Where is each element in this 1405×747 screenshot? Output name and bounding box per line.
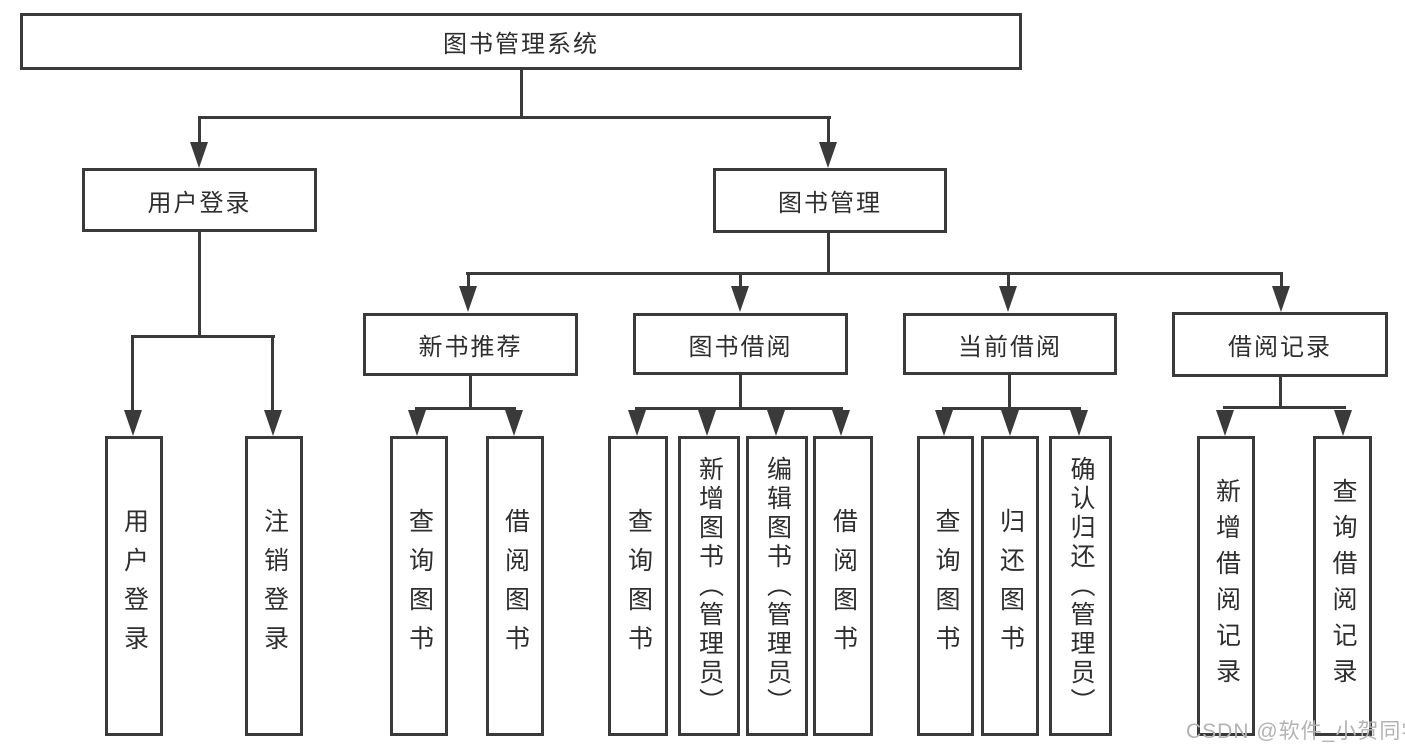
node-book-mgmt: 图书管理	[713, 168, 947, 233]
connector-book-mgmt-rail	[466, 272, 1283, 275]
leaf-user-login: 用户登录	[105, 436, 163, 736]
connector-current-borrow-stem	[1008, 375, 1011, 410]
leaf-rec-query-book: 查询图书	[390, 436, 448, 736]
node-borrow-records-label: 借阅记录	[1228, 334, 1332, 361]
connector-root-stem	[520, 70, 523, 118]
connector-root-rail	[198, 116, 831, 119]
leaf-cb-query-book: 查询图书	[917, 436, 974, 736]
node-user-login: 用户登录	[82, 168, 317, 232]
leaf-user-login-label: 用户登录	[120, 508, 149, 664]
arrow-down-icon	[1272, 286, 1290, 312]
connector-borrow-records-stem	[1279, 377, 1282, 409]
node-current-borrow-label: 当前借阅	[958, 333, 1062, 361]
connector-book-borrow-stem	[739, 375, 742, 410]
connector-book-borrow-rail	[635, 407, 843, 410]
leaf-br-add-record-label: 新增借阅记录	[1212, 478, 1241, 694]
arrow-down-icon	[935, 410, 953, 436]
node-book-borrow: 图书借阅	[633, 313, 848, 375]
leaf-bb-add-book: 新增图书（管理员）	[678, 436, 740, 736]
arrow-down-icon	[264, 410, 282, 436]
node-current-borrow: 当前借阅	[903, 313, 1117, 375]
connector-new-book-rec-stem	[469, 376, 472, 410]
arrow-down-icon	[819, 142, 837, 168]
leaf-bb-borrow-book: 借阅图书	[813, 436, 873, 736]
connector-to-borrow-records	[1280, 272, 1283, 288]
connector-to-leaf-user-login	[131, 335, 134, 413]
leaf-rec-borrow-book-label: 借阅图书	[501, 508, 530, 664]
node-root-label: 图书管理系统	[443, 31, 599, 58]
leaf-bb-query-book-label: 查询图书	[624, 508, 653, 664]
connector-to-book-borrow	[739, 272, 742, 288]
arrow-down-icon	[1216, 410, 1234, 436]
arrow-down-icon	[124, 410, 142, 436]
arrow-down-icon	[999, 286, 1017, 312]
leaf-rec-query-book-label: 查询图书	[405, 508, 434, 664]
arrow-down-icon	[190, 142, 208, 168]
leaf-cb-return-book: 归还图书	[981, 436, 1039, 736]
arrow-down-icon	[408, 410, 426, 436]
connector-to-current-borrow	[1007, 272, 1010, 288]
leaf-bb-query-book: 查询图书	[608, 436, 668, 736]
leaf-logout-label: 注销登录	[260, 508, 289, 664]
leaf-bb-edit-book-label: 编辑图书（管理员）	[763, 455, 792, 717]
node-borrow-records: 借阅记录	[1172, 312, 1388, 377]
node-root: 图书管理系统	[20, 13, 1022, 70]
connector-root-to-user-login	[198, 116, 201, 146]
node-new-book-rec: 新书推荐	[363, 313, 578, 376]
leaf-br-query-record-label: 查询借阅记录	[1329, 478, 1357, 694]
arrow-down-icon	[698, 410, 716, 436]
connector-new-book-rec-rail	[415, 407, 516, 410]
leaf-cb-confirm-return: 确认归还（管理员）	[1049, 436, 1112, 736]
arrow-down-icon	[1334, 410, 1352, 436]
arrow-down-icon	[505, 410, 523, 436]
leaf-rec-borrow-book: 借阅图书	[486, 436, 544, 736]
arrow-down-icon	[1001, 410, 1019, 436]
leaf-br-query-record: 查询借阅记录	[1313, 436, 1372, 736]
arrow-down-icon	[731, 286, 749, 312]
connector-to-new-book-rec	[467, 272, 470, 288]
connector-current-borrow-rail	[942, 407, 1081, 410]
connector-root-to-book-mgmt	[827, 116, 830, 146]
leaf-cb-query-book-label: 查询图书	[932, 508, 960, 664]
arrow-down-icon	[767, 410, 785, 436]
arrow-down-icon	[628, 410, 646, 436]
arrow-down-icon	[459, 286, 477, 312]
arrow-down-icon	[832, 410, 850, 436]
node-book-mgmt-label: 图书管理	[778, 190, 882, 217]
csdn-watermark: CSDN @软件_小贺同学	[1186, 720, 1405, 743]
leaf-bb-borrow-book-label: 借阅图书	[829, 508, 858, 664]
leaf-cb-confirm-return-label: 确认归还（管理员）	[1067, 455, 1095, 717]
arrow-down-icon	[1070, 410, 1088, 436]
leaf-cb-return-book-label: 归还图书	[996, 508, 1025, 664]
connector-to-leaf-logout	[271, 335, 274, 413]
connector-user-login-stem	[198, 232, 201, 338]
connector-book-mgmt-stem	[827, 233, 830, 275]
leaf-logout: 注销登录	[245, 436, 303, 736]
leaf-bb-add-book-label: 新增图书（管理员）	[695, 455, 724, 717]
leaf-br-add-record: 新增借阅记录	[1197, 436, 1255, 736]
node-book-borrow-label: 图书借阅	[688, 333, 793, 361]
connector-user-login-rail	[131, 335, 275, 338]
leaf-bb-edit-book: 编辑图书（管理员）	[746, 436, 808, 736]
connector-borrow-records-rail	[1223, 406, 1346, 409]
node-user-login-label: 用户登录	[147, 189, 252, 217]
node-new-book-rec-label: 新书推荐	[418, 334, 523, 361]
